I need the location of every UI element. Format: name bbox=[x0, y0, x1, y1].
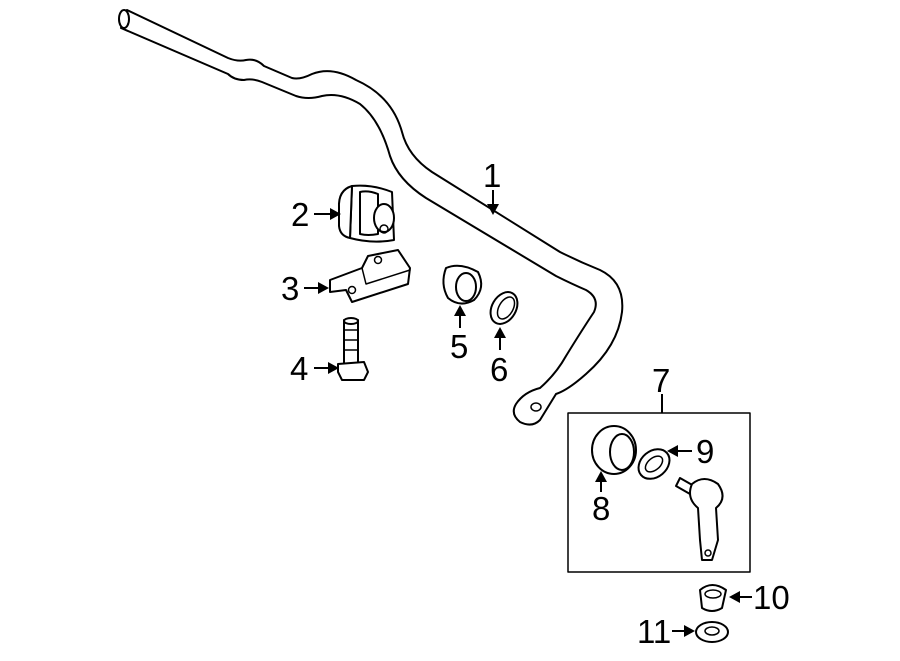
callout-5: 5 bbox=[450, 328, 468, 365]
callout-2: 2 bbox=[291, 196, 309, 233]
leader-8 bbox=[595, 471, 607, 492]
callout-6: 6 bbox=[490, 351, 508, 388]
callout-8: 8 bbox=[592, 490, 610, 527]
callout-4: 4 bbox=[290, 350, 308, 387]
bushing bbox=[442, 264, 483, 305]
link-washer bbox=[637, 448, 671, 480]
callout-7: 7 bbox=[652, 362, 670, 399]
bracket bbox=[329, 249, 411, 303]
callout-11: 11 bbox=[637, 613, 671, 650]
leader-11 bbox=[672, 625, 695, 637]
bolt bbox=[337, 317, 369, 381]
leader-6 bbox=[494, 327, 506, 350]
leader-1 bbox=[487, 190, 499, 215]
link-bushing bbox=[591, 425, 637, 475]
leader-5 bbox=[454, 305, 466, 328]
callout-10: 10 bbox=[753, 579, 790, 616]
link-kit-box bbox=[567, 412, 751, 573]
lower-bushing bbox=[699, 584, 727, 612]
leader-3 bbox=[304, 282, 329, 294]
leader-10 bbox=[729, 591, 752, 603]
callout-9: 9 bbox=[696, 433, 714, 470]
callout-3: 3 bbox=[281, 270, 299, 307]
leader-2 bbox=[314, 208, 341, 220]
bushing bbox=[337, 184, 395, 243]
leader-9 bbox=[667, 445, 692, 457]
stabilizer-bar bbox=[118, 9, 624, 426]
lower-washer bbox=[695, 621, 729, 643]
stabilizer-link bbox=[675, 477, 724, 561]
callout-1: 1 bbox=[483, 157, 501, 194]
leader-4 bbox=[314, 362, 339, 374]
retainer-ring bbox=[489, 291, 519, 325]
